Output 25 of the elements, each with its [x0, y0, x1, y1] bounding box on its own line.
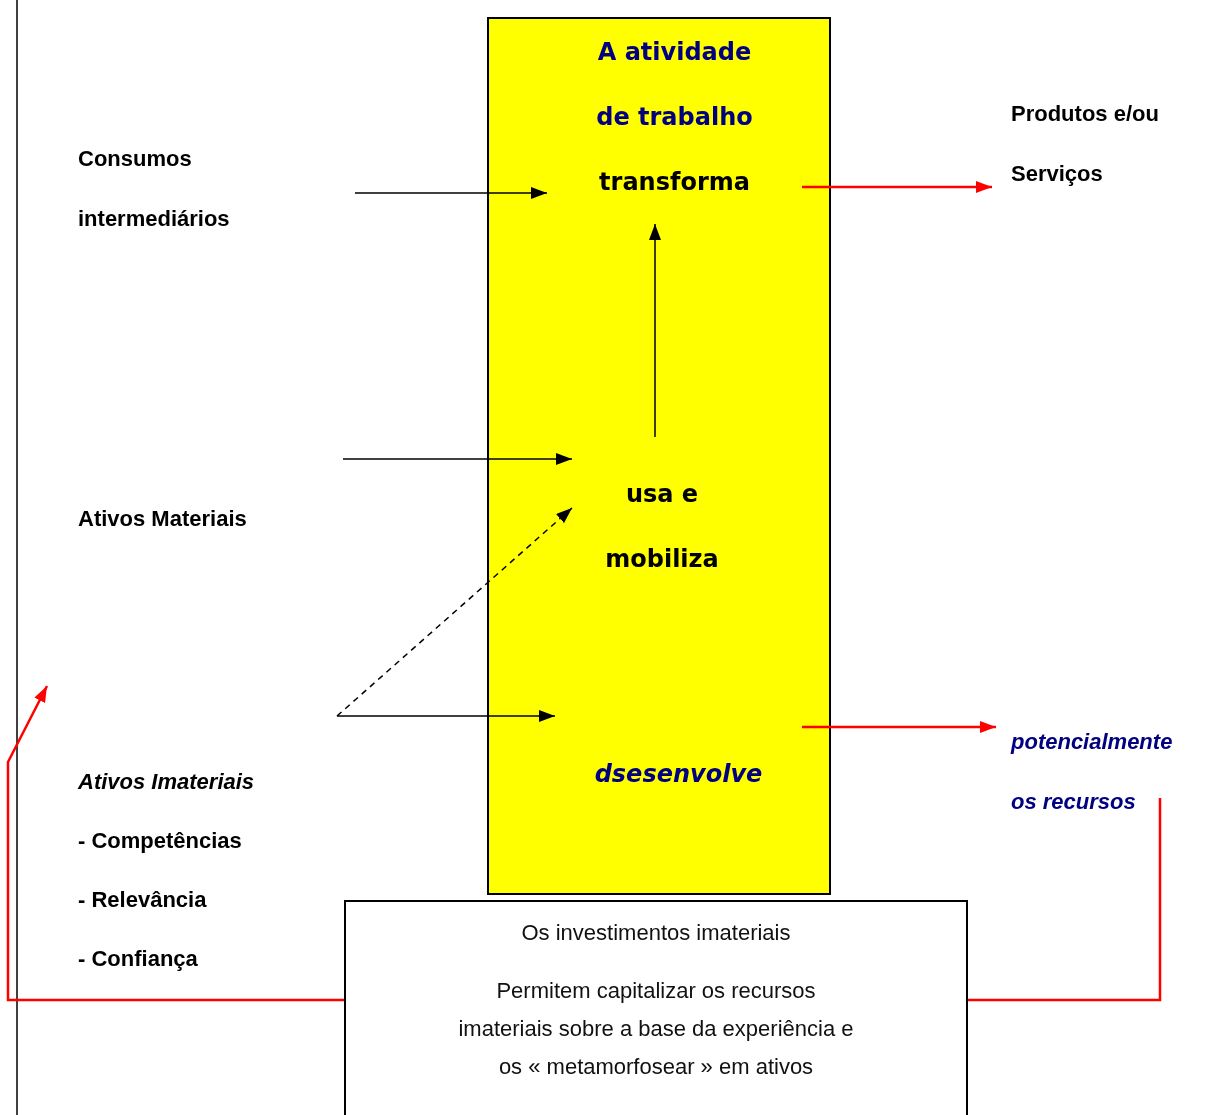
text-box — [344, 900, 968, 1115]
list-item: - Competências — [78, 827, 243, 855]
output-label: potencialmente os recursos — [1011, 728, 1174, 816]
input-label: Ativos Imateriais — [78, 768, 256, 796]
step-label: A atividade de trabalho — [595, 37, 754, 133]
arrow — [649, 223, 661, 438]
arrow — [802, 721, 996, 733]
dashed-arrow — [336, 507, 573, 717]
input-label: Produtos e/ou Serviços — [1011, 100, 1160, 188]
process-column — [487, 17, 831, 895]
step-label: transforma — [598, 167, 751, 198]
arrow — [6, 685, 344, 1002]
step-label: usa e mobiliza — [605, 479, 719, 575]
connector-line — [968, 798, 1162, 1002]
list-item: - Relevância — [78, 886, 208, 914]
arrow — [802, 181, 992, 193]
step-label: dsesenvolve — [593, 759, 764, 790]
list-item: - Confiança — [78, 945, 199, 973]
arrow — [342, 453, 573, 465]
box-text: Permitem capitalizar os recursos imateriais sobre a base da experiência e os « metamorfosear » em ativos — [457, 977, 855, 1081]
box-title: Os investimentos imateriais — [520, 919, 792, 947]
arrow — [336, 710, 556, 722]
input-label: Ativos Materiais — [78, 505, 248, 533]
arrow — [354, 187, 548, 199]
input-label: Consumos intermediários — [78, 145, 231, 233]
